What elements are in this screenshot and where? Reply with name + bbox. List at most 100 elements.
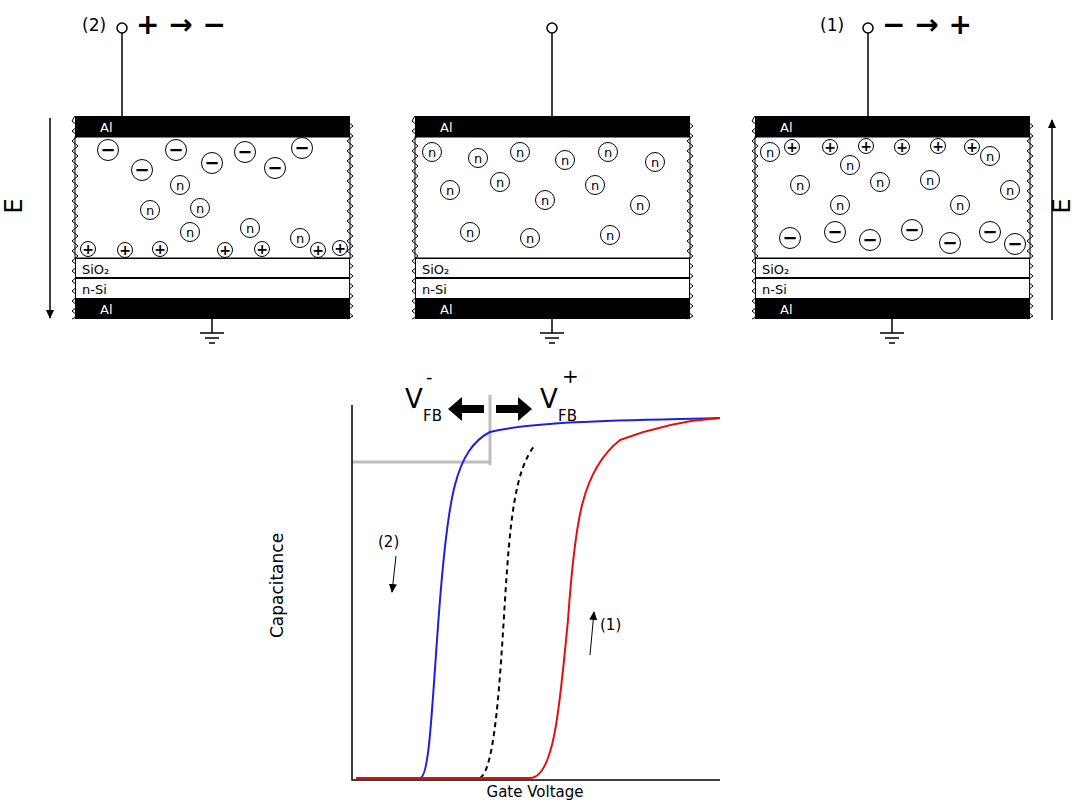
- layer-label: n-Si: [762, 282, 787, 297]
- charge-symbol: n: [926, 174, 934, 187]
- charge-symbol: −: [1007, 235, 1022, 253]
- charge-circle: n: [240, 218, 260, 238]
- ground-symbol: [200, 319, 904, 343]
- charge-symbol: +: [896, 140, 908, 154]
- layer-label: SiO₂: [762, 262, 789, 277]
- charge-circle: +: [964, 139, 980, 155]
- gate-terminal: [117, 23, 873, 116]
- charge-circle: n: [790, 175, 810, 195]
- charge-circle: −: [97, 139, 119, 161]
- charge-symbol: −: [827, 223, 842, 241]
- sweep-label: (1): [600, 618, 621, 633]
- charge-symbol: −: [204, 154, 219, 172]
- callout-number: (1): [820, 17, 844, 34]
- charge-circle: n: [520, 228, 540, 248]
- charge-symbol: +: [82, 242, 94, 256]
- charge-circle: n: [440, 180, 460, 200]
- charge-symbol: n: [466, 226, 474, 239]
- charge-circle: n: [598, 142, 618, 162]
- charge-symbol: n: [176, 179, 184, 192]
- layer-label: SiO₂: [422, 262, 449, 277]
- charge-symbol: −: [904, 221, 919, 239]
- charge-symbol: +: [119, 243, 131, 257]
- charge-circle: +: [117, 242, 133, 258]
- charge-circle: −: [824, 221, 846, 243]
- charge-symbol: −: [942, 234, 957, 252]
- charge-symbol: n: [591, 179, 599, 192]
- charge-symbol: n: [561, 154, 569, 167]
- layer-label: Al: [780, 302, 793, 317]
- charge-circle: −: [131, 159, 153, 181]
- sweep-arrow: [590, 612, 594, 655]
- charge-symbol: −: [168, 141, 183, 159]
- charge-symbol: +: [256, 242, 268, 256]
- charge-symbol: n: [496, 176, 504, 189]
- charge-circle: +: [784, 139, 800, 155]
- charge-symbol: n: [428, 146, 436, 159]
- charge-circle: +: [217, 242, 233, 258]
- axis-title: Gate Voltage: [487, 785, 584, 800]
- charge-circle: n: [870, 172, 890, 192]
- charge-symbol: n: [766, 146, 774, 159]
- torn-edge: [72, 116, 1033, 319]
- charge-symbol: n: [604, 146, 612, 159]
- charge-circle: +: [930, 138, 946, 154]
- charge-circle: −: [1004, 233, 1026, 255]
- flatband-subscript: FB: [558, 409, 577, 424]
- flatband-subscript: FB: [423, 409, 442, 424]
- charge-symbol: n: [446, 184, 454, 197]
- aluminium-electrode: Al: [415, 298, 690, 319]
- layer-label: Al: [440, 120, 453, 135]
- charge-circle: n: [600, 225, 620, 245]
- charge-symbol: +: [312, 243, 324, 257]
- material-layer: SiO₂: [415, 258, 690, 278]
- charge-circle: n: [510, 142, 530, 162]
- ferroelectric-layer: [755, 137, 1030, 258]
- charge-circle: n: [180, 222, 200, 242]
- ferroelectric-layer: [415, 137, 690, 258]
- charge-symbol: n: [186, 226, 194, 239]
- charge-circle: n: [585, 175, 605, 195]
- plot-axes: [352, 405, 720, 780]
- charge-circle: +: [822, 139, 838, 155]
- charge-symbol: +: [219, 243, 231, 257]
- charge-circle: −: [901, 219, 923, 241]
- shift-arrow-right: [496, 397, 532, 421]
- charge-symbol: n: [541, 194, 549, 207]
- charge-symbol: n: [526, 232, 534, 245]
- ferroelectric-layer: [75, 137, 350, 258]
- charge-symbol: n: [1006, 184, 1014, 197]
- charge-circle: n: [840, 155, 860, 175]
- material-layer: SiO₂: [75, 258, 350, 278]
- flatband-symbol: V: [405, 386, 423, 412]
- polarity-switch: + → −: [136, 11, 226, 39]
- charge-symbol: −: [134, 161, 149, 179]
- charge-circle: n: [170, 175, 190, 195]
- charge-circle: −: [264, 157, 286, 179]
- charge-circle: −: [859, 229, 881, 251]
- charge-circle: n: [422, 142, 442, 162]
- aluminium-electrode: Al: [755, 116, 1030, 137]
- layer-label: Al: [440, 302, 453, 317]
- charge-symbol: n: [876, 176, 884, 189]
- charge-symbol: −: [862, 231, 877, 249]
- aluminium-electrode: Al: [755, 298, 1030, 319]
- charge-circle: n: [460, 222, 480, 242]
- charge-symbol: n: [606, 229, 614, 242]
- axis-title: Capacitance: [269, 532, 286, 637]
- charge-circle: −: [201, 152, 223, 174]
- charge-circle: n: [830, 195, 850, 215]
- charge-symbol: n: [956, 199, 964, 212]
- charge-circle: +: [80, 241, 96, 257]
- charge-symbol: +: [860, 139, 872, 153]
- charge-symbol: +: [154, 242, 166, 256]
- shift-arrow-left: [448, 397, 484, 421]
- charge-circle: +: [152, 241, 168, 257]
- layer-label: Al: [100, 302, 113, 317]
- material-layer: n-Si: [415, 278, 690, 299]
- charge-symbol: n: [636, 199, 644, 212]
- field-label: E: [1050, 198, 1074, 213]
- red-cv-curve: [356, 418, 720, 778]
- charge-circle: n: [760, 142, 780, 162]
